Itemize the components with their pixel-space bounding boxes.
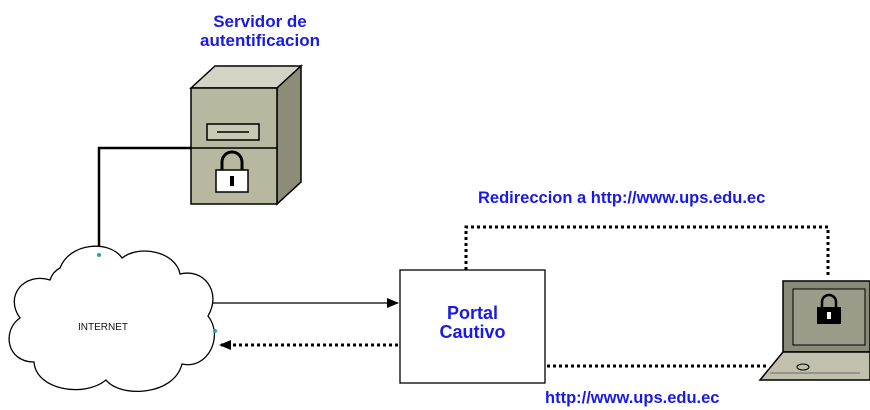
portal-box (399, 269, 546, 384)
portal-label-line2: Cautivo (439, 322, 506, 342)
server-title-line2: autentificacion (200, 31, 320, 50)
server-title-line1: Servidor de (213, 12, 307, 31)
internet-label: INTERNET (78, 322, 128, 333)
server-internet-link (97, 146, 191, 255)
cloud-icon (8, 245, 216, 392)
server-title: Servidor de autentificacion (175, 12, 345, 50)
laptop-lock-icon (758, 280, 870, 381)
portal-label: Portal Cautivo (400, 304, 545, 342)
server-icon (189, 64, 303, 206)
redirect-dotted-path (464, 225, 830, 278)
request-label: http://www.ups.edu.ec (545, 389, 720, 407)
laptop-lock-icon-glyph (817, 293, 841, 324)
lock-icon (215, 150, 249, 193)
portal-label-line1: Portal (446, 303, 498, 323)
redirect-label: Redireccion a http://www.ups.edu.ec (478, 189, 766, 207)
